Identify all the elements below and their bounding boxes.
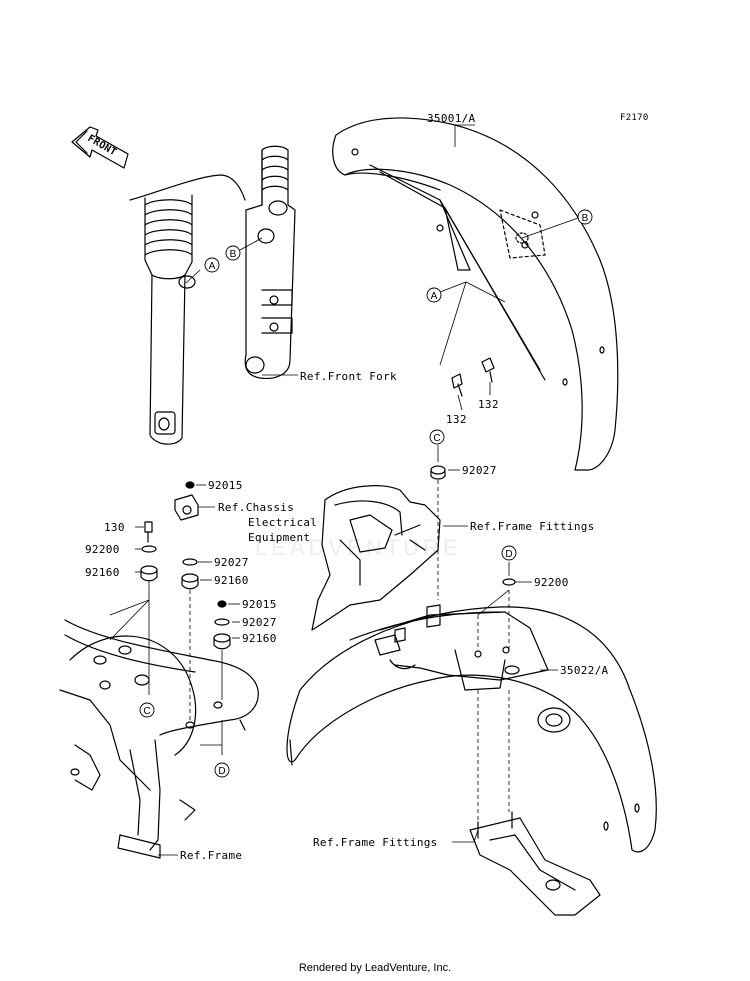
part-92200-left-label: 92200 xyxy=(85,543,120,556)
callout-d-frame: D xyxy=(214,762,230,778)
ref-front-fork-label: Ref.Front Fork xyxy=(300,370,397,383)
callout-a-fender: A xyxy=(426,287,442,303)
svg-text:B: B xyxy=(230,249,237,260)
figure-code: F2170 xyxy=(620,113,649,123)
part-132-right-label: 132 xyxy=(478,398,499,411)
leader-lines xyxy=(109,124,579,856)
part-92200-right-label: 92200 xyxy=(534,576,569,589)
frame xyxy=(59,619,259,859)
part-132-left-label: 132 xyxy=(446,413,467,426)
svg-text:D: D xyxy=(218,766,225,777)
front-fork-right xyxy=(244,145,296,380)
callout-c-frame: C xyxy=(139,702,155,718)
ref-chassis-label: Ref.Chassis xyxy=(218,501,294,514)
rear-fender-bottom-fitting xyxy=(469,811,601,916)
ref-frame-fittings-top: Ref.Frame Fittings xyxy=(470,520,595,533)
bolt-132-left xyxy=(451,373,463,397)
svg-text:A: A xyxy=(209,261,216,272)
part-92027-center-label: 92027 xyxy=(214,556,249,569)
part-35022-label: 35022/A xyxy=(560,664,609,677)
front-fork-left xyxy=(129,174,246,445)
front-arrow-icon xyxy=(71,126,129,169)
part-130-label: 130 xyxy=(104,521,125,534)
ref-chassis-line2: Electrical xyxy=(248,516,317,529)
footer-credit: Rendered by LeadVenture, Inc. xyxy=(298,962,452,974)
ref-frame-label: Ref.Frame xyxy=(180,849,242,862)
part-92027-right-label: 92027 xyxy=(462,464,497,477)
bolt-132-right xyxy=(481,357,495,383)
callout-b-fork: B xyxy=(225,245,241,261)
rear-fender xyxy=(286,606,657,853)
callout-a-fork: A xyxy=(204,257,220,273)
part-35001-label: 35001/A xyxy=(427,112,476,125)
callout-b-fender: B xyxy=(577,209,593,225)
ref-frame-fittings-bottom: Ref.Frame Fittings xyxy=(313,836,438,849)
part-92160-lower-label: 92160 xyxy=(242,632,277,645)
svg-text:A: A xyxy=(431,291,438,302)
svg-text:C: C xyxy=(433,433,440,444)
front-fender xyxy=(332,117,619,471)
svg-text:C: C xyxy=(143,706,150,717)
ref-chassis-line3: Equipment xyxy=(248,531,310,544)
part-92160-left-label: 92160 xyxy=(85,566,120,579)
svg-text:B: B xyxy=(582,213,589,224)
callout-c-top: C xyxy=(429,429,445,445)
part-92027-lower-label: 92027 xyxy=(242,616,277,629)
fender-bracket xyxy=(394,604,441,643)
svg-text:D: D xyxy=(505,549,512,560)
small-hardware xyxy=(140,465,516,650)
part-92015-lower-label: 92015 xyxy=(242,598,277,611)
part-92160-center-label: 92160 xyxy=(214,574,249,587)
part-92015-label: 92015 xyxy=(208,479,243,492)
callout-d-right: D xyxy=(501,545,517,561)
chassis-bracket xyxy=(311,485,441,631)
